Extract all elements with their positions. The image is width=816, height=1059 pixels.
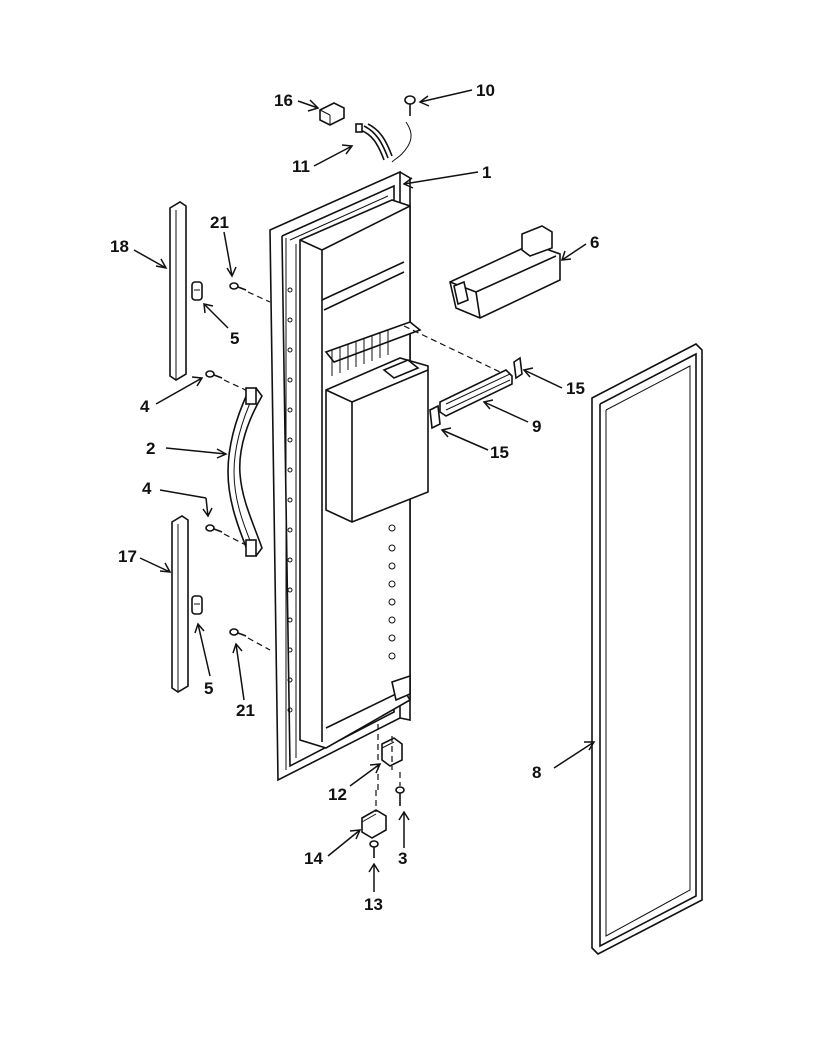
part-16-plug bbox=[319, 102, 345, 126]
part-21-screw-upper bbox=[229, 282, 271, 303]
part-15-cap-lower bbox=[429, 404, 441, 430]
callout-2: 2 bbox=[146, 439, 155, 458]
dispenser-housing bbox=[325, 357, 429, 523]
callout-9: 9 bbox=[532, 417, 541, 436]
callout-10: 10 bbox=[476, 81, 495, 100]
callout-15-lower: 15 bbox=[490, 443, 509, 462]
part-12-hinge-bracket bbox=[377, 724, 403, 790]
part-15-cap-upper bbox=[513, 356, 523, 380]
part-6-shelf-bin bbox=[449, 225, 561, 319]
callout-5-upper: 5 bbox=[230, 329, 239, 348]
part-2-handle bbox=[227, 386, 263, 558]
callout-17: 17 bbox=[118, 547, 137, 566]
callout-21-upper: 21 bbox=[210, 213, 229, 232]
callout-labels: 16 10 11 1 6 18 21 5 4 2 15 9 15 4 17 5 … bbox=[110, 81, 599, 914]
callout-18: 18 bbox=[110, 237, 129, 256]
part-14-hinge-cap bbox=[361, 790, 387, 839]
part-3-screw bbox=[395, 772, 405, 806]
dispenser-grille bbox=[324, 321, 422, 376]
part-4-screw-upper bbox=[205, 370, 251, 393]
callout-6: 6 bbox=[590, 233, 599, 252]
callout-13: 13 bbox=[364, 895, 383, 914]
callout-8: 8 bbox=[532, 763, 541, 782]
part-8-gasket bbox=[591, 343, 703, 955]
callout-16: 16 bbox=[274, 91, 293, 110]
callout-4-upper: 4 bbox=[140, 397, 150, 416]
callout-5-lower: 5 bbox=[204, 679, 213, 698]
part-5-clip-lower bbox=[191, 595, 203, 615]
part-21-screw-lower bbox=[229, 628, 271, 651]
callout-3: 3 bbox=[398, 849, 407, 868]
part-18-trim-strip bbox=[169, 201, 187, 381]
callout-11: 11 bbox=[292, 157, 310, 176]
callout-4-lower: 4 bbox=[142, 479, 152, 498]
leader-arrows bbox=[133, 89, 596, 892]
part-13-screw bbox=[369, 840, 379, 858]
part-17-trim-strip bbox=[171, 515, 189, 693]
part-9-rail bbox=[403, 325, 513, 417]
liner-holes bbox=[388, 524, 396, 660]
callout-14: 14 bbox=[304, 849, 323, 868]
callout-1: 1 bbox=[482, 163, 491, 182]
part-10-screw bbox=[391, 95, 416, 163]
part-11-wire-harness bbox=[355, 123, 393, 161]
callout-12: 12 bbox=[328, 785, 347, 804]
door-panel bbox=[269, 170, 429, 782]
callout-15-upper: 15 bbox=[566, 379, 585, 398]
door-side-holes bbox=[287, 287, 293, 713]
part-5-clip-upper bbox=[191, 281, 203, 301]
callout-21-lower: 21 bbox=[236, 701, 255, 720]
